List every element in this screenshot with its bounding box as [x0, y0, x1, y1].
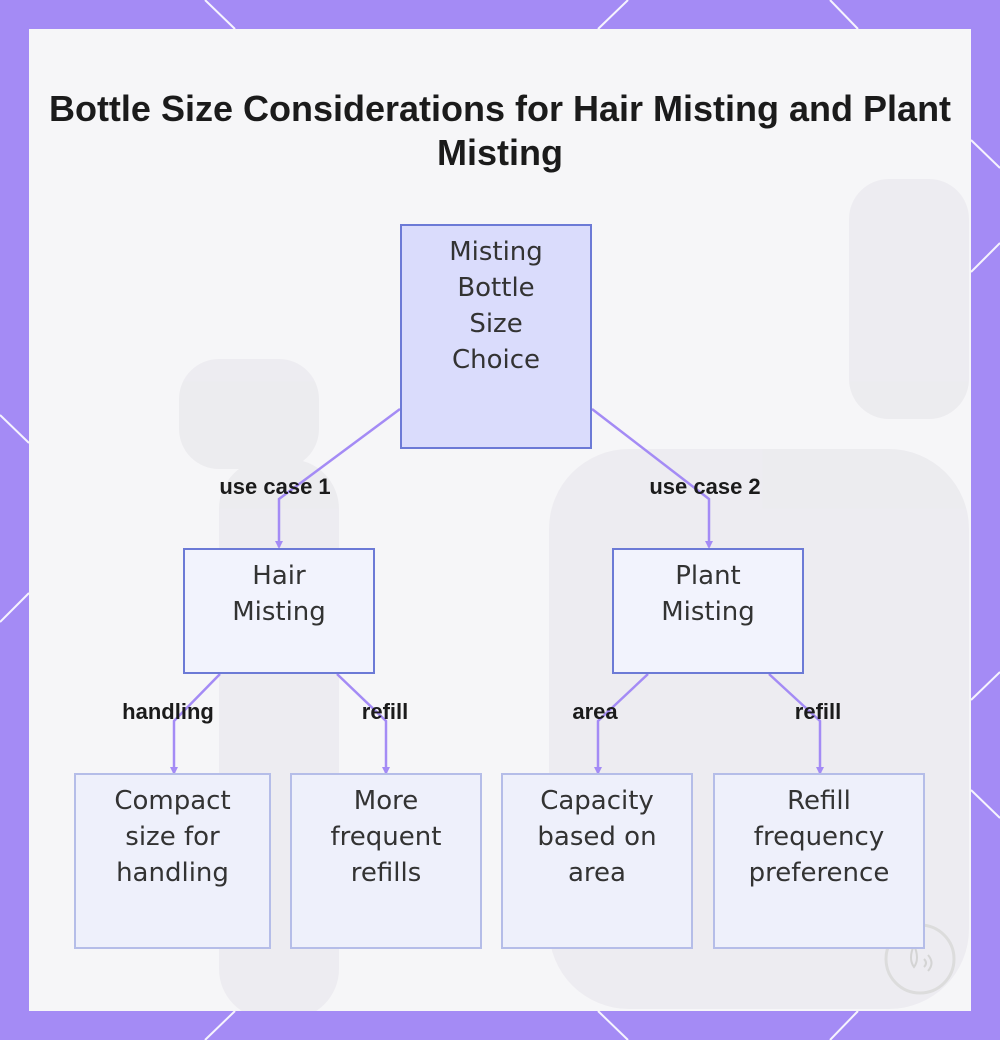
- node-label: More frequent refills: [330, 786, 442, 888]
- arrowhead: [382, 767, 390, 775]
- node-hair-misting: Hair Misting: [183, 548, 375, 674]
- arrowhead: [705, 541, 713, 549]
- edge-label-refill-right: refill: [794, 699, 842, 724]
- arrowhead: [594, 767, 602, 775]
- node-label: Refill frequency preference: [748, 786, 890, 888]
- node-label: Misting Bottle Size Choice: [449, 237, 543, 375]
- node-compact-size: Compact size for handling: [74, 773, 271, 949]
- edge-label-handling: handling: [122, 699, 214, 724]
- edge-plant-capacity: [596, 673, 649, 773]
- edge-hair-more: [336, 673, 388, 773]
- node-label: Hair Misting: [232, 561, 326, 627]
- arrowhead: [275, 541, 283, 549]
- edge-label-area: area: [572, 699, 618, 724]
- node-capacity-based-on-area: Capacity based on area: [501, 773, 693, 949]
- node-label: Plant Misting: [661, 561, 755, 627]
- edge-hair-compact: [172, 673, 221, 773]
- diagram-canvas: Bottle Size Considerations for Hair Mist…: [29, 29, 971, 1011]
- node-more-frequent-refills: More frequent refills: [290, 773, 482, 949]
- node-misting-bottle-size-choice: Misting Bottle Size Choice: [400, 224, 592, 449]
- edge-plant-refill: [768, 673, 822, 773]
- connector-lines: [170, 407, 824, 775]
- edge-label-refill-left: refill: [361, 699, 409, 724]
- node-plant-misting: Plant Misting: [612, 548, 804, 674]
- arrowhead: [170, 767, 178, 775]
- edge-label-use-case-1: use case 1: [219, 474, 331, 499]
- edge-root-plant: [591, 408, 711, 547]
- edge-label-use-case-2: use case 2: [649, 474, 761, 499]
- diagram-title: Bottle Size Considerations for Hair Mist…: [48, 88, 952, 173]
- edge-root-hair: [277, 407, 401, 547]
- node-refill-frequency-preference: Refill frequency preference: [713, 773, 925, 949]
- arrowhead: [816, 767, 824, 775]
- node-label: Compact size for handling: [114, 786, 231, 888]
- node-label: Capacity based on area: [537, 786, 657, 888]
